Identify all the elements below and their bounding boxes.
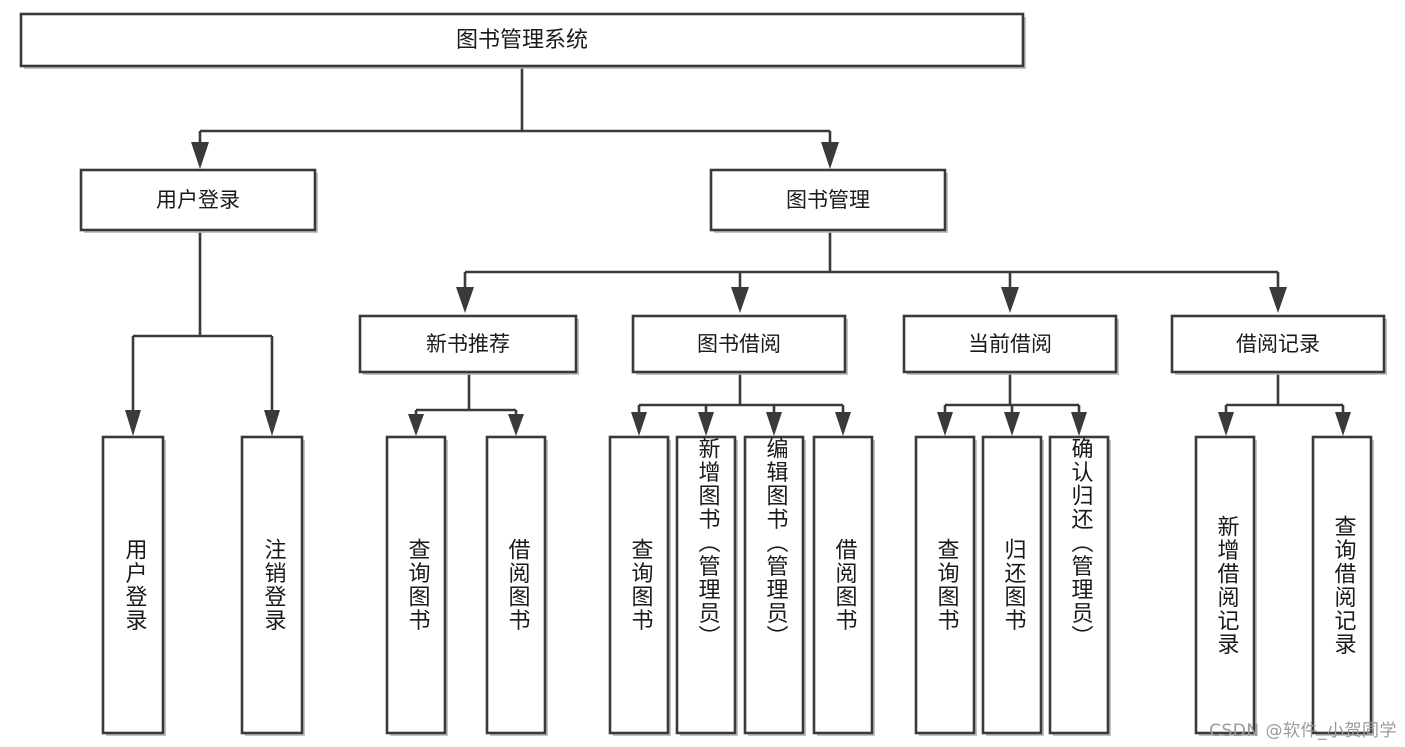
connector-group-new-book-recommend [408,373,524,436]
node-rect [608,435,670,735]
node-leaf-query-record[interactable] [1311,435,1374,736]
node-label: 新书推荐 [426,332,510,356]
arrow-head-leaf-confirm-return [1071,412,1087,436]
node-current-borrow[interactable]: 当前借阅 [902,314,1119,375]
node-borrow-record[interactable]: 借阅记录 [1170,314,1387,375]
arrow-head-leaf-query-book-1 [408,414,424,436]
node-rect [914,435,976,735]
node-leaf-confirm-return[interactable] [1048,435,1111,736]
node-rect [743,435,805,735]
connector-group-borrow-record [1218,373,1351,436]
node-leaf-query-book-2[interactable] [608,435,671,736]
arrow-head-leaf-edit-book [766,412,782,436]
arrow-head-leaf-add-book [698,412,714,436]
arrow-head-leaf-user-login [125,410,141,436]
node-rect [981,435,1043,735]
node-book-management[interactable]: 图书管理 [709,168,948,233]
arrow-head-new-book-recommend [456,287,474,313]
node-label: 用户登录 [156,188,240,212]
node-leaf-query-book-3[interactable] [914,435,977,736]
node-rect [1194,435,1256,735]
node-rect [485,435,547,735]
node-new-book-recommend[interactable]: 新书推荐 [358,314,579,375]
node-rect [1170,314,1386,374]
arrow-head-book-management [821,142,839,169]
node-leaf-add-record[interactable] [1194,435,1257,736]
arrow-head-leaf-return-book [1004,412,1020,436]
arrow-head-leaf-borrow-book-1 [508,414,524,436]
arrow-head-borrow-record [1269,287,1287,313]
node-rect [240,435,304,735]
node-label: 图书管理系统 [456,28,588,53]
node-label: 当前借阅 [968,332,1052,356]
node-rect [1048,435,1110,735]
node-rect [19,12,1025,68]
node-title-book-management-system[interactable]: 图书管理系统 [19,12,1026,69]
watermark-text: CSDN @软件_小贺同学 [1209,721,1397,741]
arrow-head-current-borrow [1001,287,1019,313]
node-rect [101,435,165,735]
node-rect [709,168,947,232]
node-rect [631,314,847,374]
node-leaf-add-book[interactable] [675,435,738,736]
node-rect [812,435,874,735]
connector-group-book-borrow [631,373,851,436]
arrow-head-leaf-borrow-book-2 [835,412,851,436]
node-leaf-logout[interactable] [240,435,305,736]
arrow-head-leaf-add-record [1218,412,1234,436]
node-leaf-user-login[interactable] [101,435,166,736]
node-label: 图书借阅 [697,332,781,356]
node-rect [79,168,317,232]
arrow-head-user-login [191,142,209,169]
arrow-head-leaf-query-record [1335,412,1351,436]
node-leaf-edit-book[interactable] [743,435,806,736]
connector-group-book-management [456,232,1287,313]
node-book-borrow[interactable]: 图书借阅 [631,314,848,375]
node-label: 图书管理 [786,188,870,212]
arrow-head-book-borrow [731,287,749,313]
node-rect [1311,435,1373,735]
leaf-boxes [101,435,1374,736]
node-rect [385,435,447,735]
node-rect [358,314,578,374]
node-rect [675,435,737,735]
arrow-head-leaf-query-book-2 [631,412,647,436]
node-label: 借阅记录 [1236,332,1320,356]
connector-group-user-login [125,232,280,436]
arrow-head-leaf-logout [264,410,280,436]
arrow-head-leaf-query-book-3 [937,412,953,436]
node-leaf-return-book[interactable] [981,435,1044,736]
connector-group-root [191,67,839,169]
node-leaf-borrow-book-2[interactable] [812,435,875,736]
node-user-login[interactable]: 用户登录 [79,168,318,233]
node-rect [902,314,1118,374]
node-leaf-query-book-1[interactable] [385,435,448,736]
node-leaf-borrow-book-1[interactable] [485,435,548,736]
connector-group-current-borrow [937,373,1087,436]
